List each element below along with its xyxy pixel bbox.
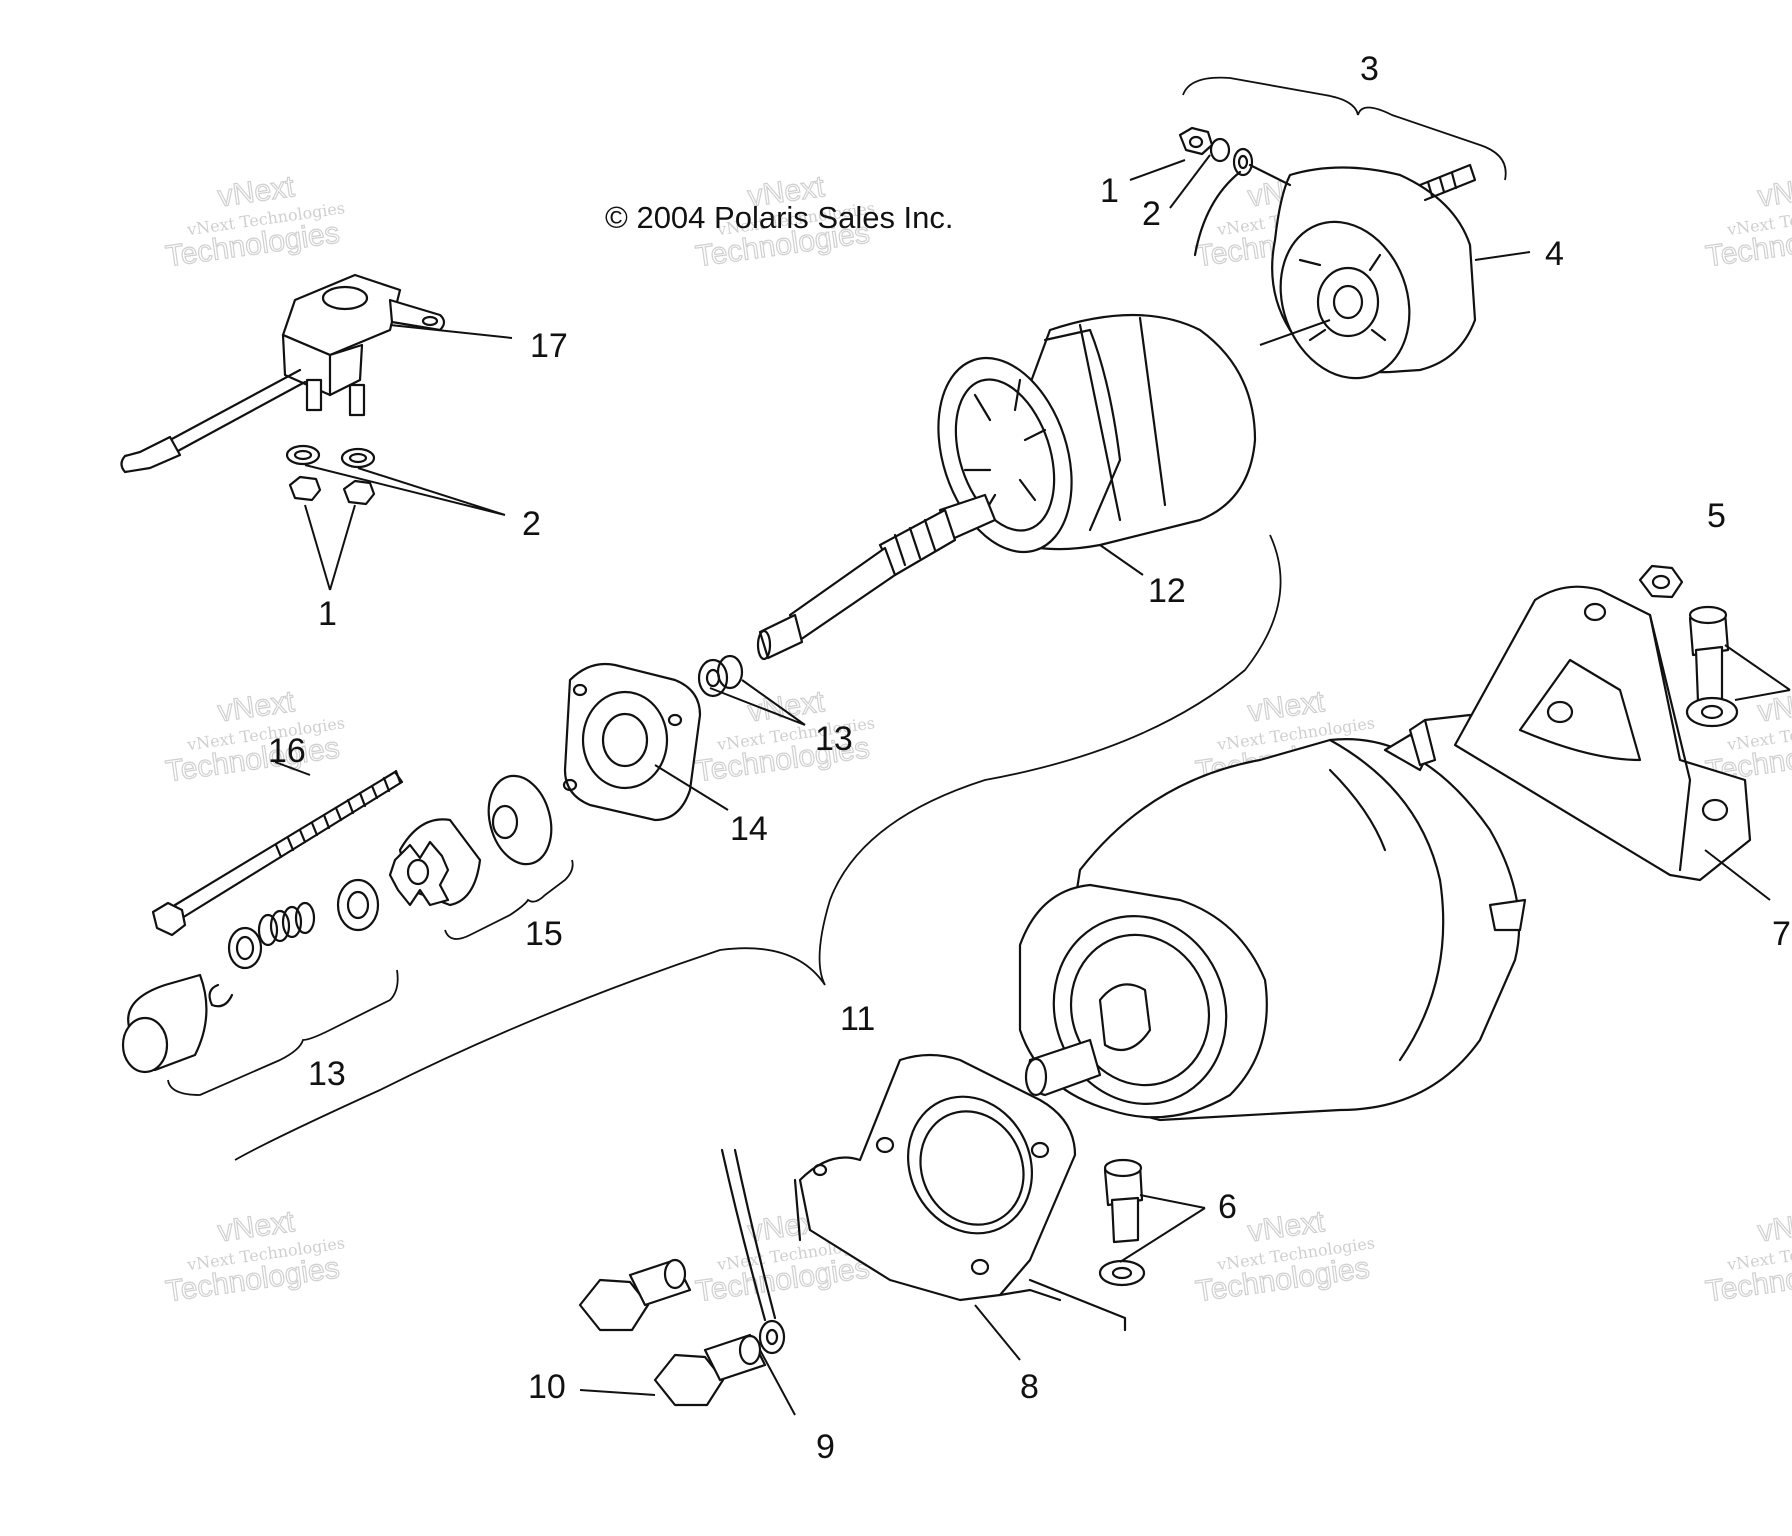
watermark: vNext vNext Technologies Technologies — [1703, 170, 1792, 274]
callout-1-top: 1 — [1100, 172, 1119, 210]
watermark: vNext vNext Technologies Technologies — [163, 170, 346, 274]
callout-4: 4 — [1545, 235, 1564, 273]
leader-lines — [274, 154, 1791, 1416]
front-bracket-part — [793, 1053, 1127, 1332]
callout-11: 11 — [840, 1000, 875, 1038]
callout-5: 5 — [1707, 497, 1726, 535]
pinion-drive-part — [388, 774, 553, 907]
bolt-washer-6 — [1098, 1158, 1146, 1287]
callout-9: 9 — [816, 1428, 835, 1466]
armature-part — [756, 313, 1257, 661]
brace-13-lower — [167, 969, 399, 1096]
end-cap-part — [1259, 163, 1477, 380]
svg-text:vNext: vNext — [1756, 1205, 1792, 1248]
through-bolt-part — [151, 769, 404, 937]
watermark: vNext vNext Technologies Technologies — [693, 170, 876, 274]
washer-pair-13-upper — [697, 654, 744, 698]
callout-8: 8 — [1020, 1368, 1039, 1406]
brace-15 — [444, 859, 574, 940]
callout-labels: 17 2 1 1 2 3 4 5 6 7 8 9 10 11 12 13 13 … — [268, 50, 1791, 1466]
nut-washer-group-left — [285, 444, 376, 506]
solenoid-part — [120, 273, 446, 474]
wire-terminal-9 — [720, 1148, 786, 1355]
callout-12: 12 — [1148, 572, 1186, 610]
nut-5 — [1638, 564, 1684, 599]
callout-6: 6 — [1218, 1188, 1237, 1226]
callout-17: 17 — [530, 327, 568, 365]
rear-bracket-part — [1453, 585, 1752, 882]
watermark: vNext vNext Technologies Technologies — [1703, 1205, 1792, 1309]
callout-13-lower: 13 — [308, 1055, 346, 1093]
watermark: vNext vNext Technologies Technologies — [163, 1205, 346, 1309]
bolt-washer-7 — [1685, 605, 1739, 728]
callout-13-upper: 13 — [815, 720, 853, 758]
svg-text:vNext: vNext — [1756, 170, 1792, 213]
callout-15: 15 — [525, 915, 563, 953]
starter-motor-assembly — [1018, 713, 1527, 1122]
spring-collar-group — [121, 878, 380, 1074]
callout-10: 10 — [528, 1368, 566, 1406]
bolts-10 — [578, 1258, 767, 1407]
nut-washer-group-top — [1178, 126, 1292, 257]
callout-2-top: 2 — [1142, 195, 1161, 233]
callout-7: 7 — [1772, 915, 1791, 953]
copyright-notice: © 2004 Polaris Sales Inc. — [605, 200, 954, 235]
callout-16: 16 — [268, 732, 306, 770]
callout-2-left: 2 — [522, 505, 541, 543]
callout-1-left: 1 — [318, 595, 337, 633]
watermark: vNext vNext Technologies Technologies — [1193, 1205, 1376, 1309]
callout-14: 14 — [730, 810, 768, 848]
brace-3 — [1182, 76, 1507, 181]
brace-11 — [234, 534, 1282, 1161]
watermark: vNext vNext Technologies Technologies — [163, 685, 346, 789]
callout-3: 3 — [1360, 50, 1379, 88]
svg-text:vNext: vNext — [1756, 685, 1792, 728]
front-flange-part — [562, 662, 702, 822]
